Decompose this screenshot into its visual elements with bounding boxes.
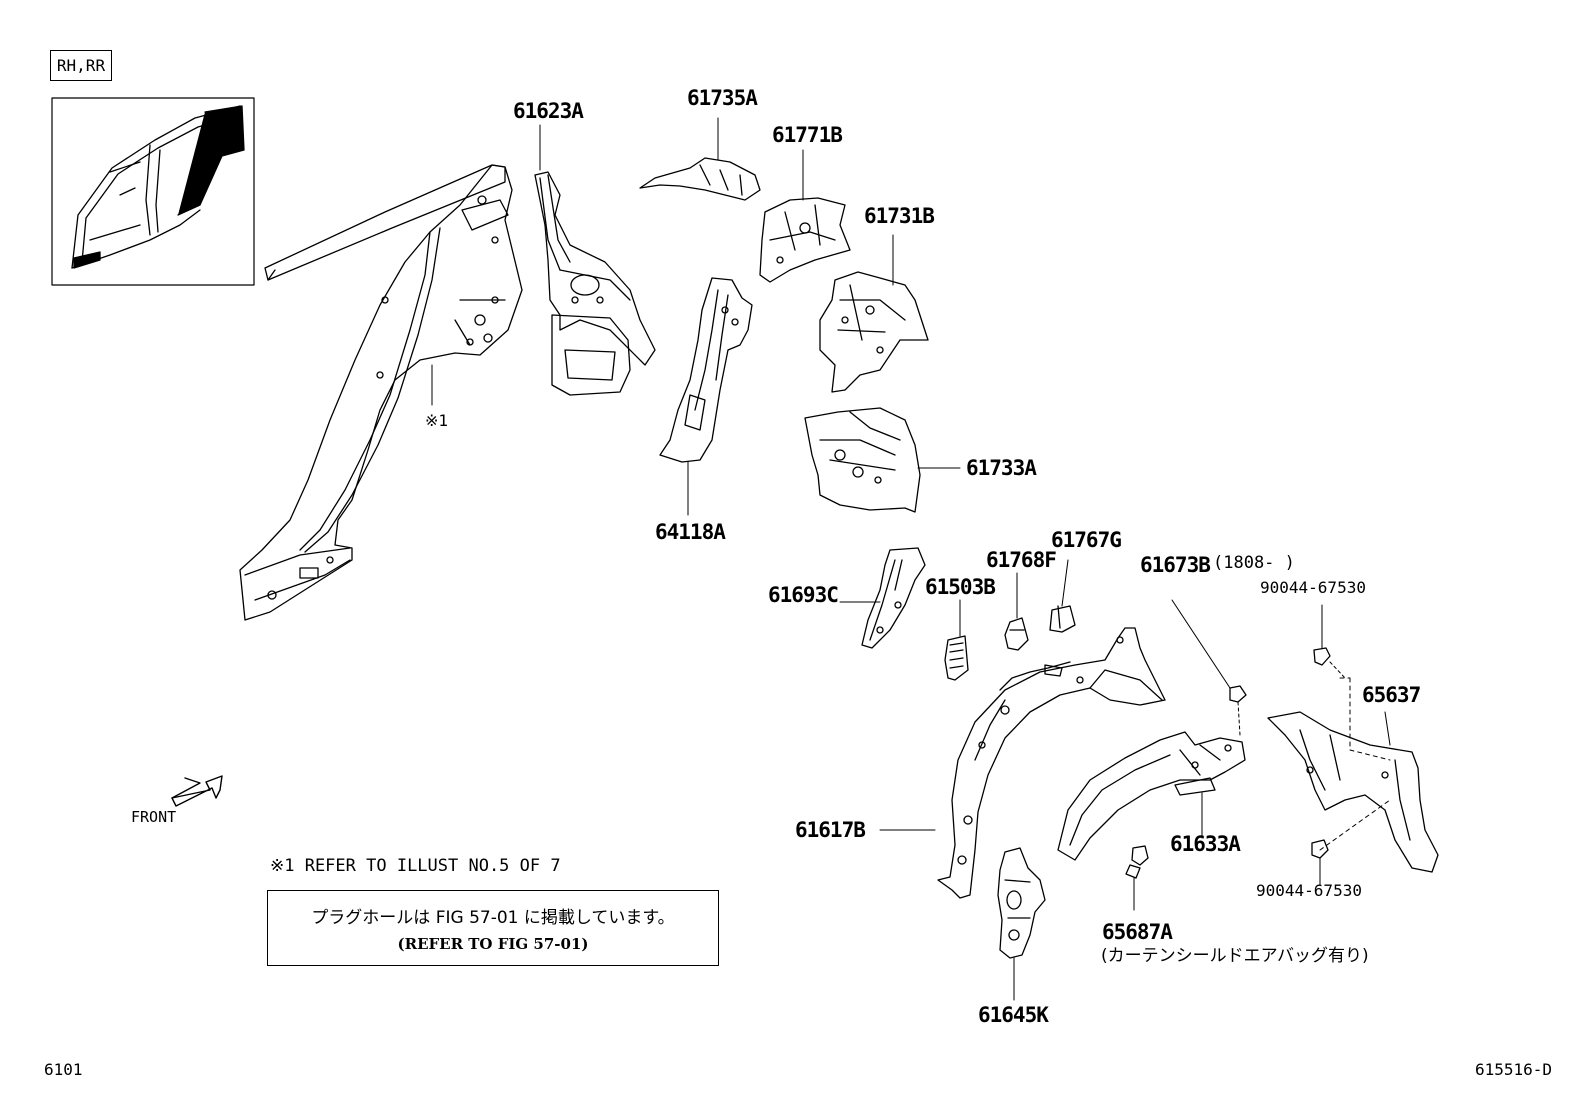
front-arrow-icon [171, 775, 223, 807]
part-65637-drawing [1267, 677, 1439, 873]
bolt-lower-drawing [1311, 839, 1329, 886]
label-61735A[interactable]: 61735A [687, 86, 758, 110]
label-61733A[interactable]: 61733A [966, 456, 1037, 480]
thumbnail-location-view [51, 97, 255, 286]
part-61503B-drawing [944, 599, 969, 681]
part-61771B-drawing [759, 149, 851, 283]
page-code: 6101 [44, 1060, 83, 1079]
label-61633A[interactable]: 61633A [1170, 832, 1241, 856]
label-65637[interactable]: 65637 [1362, 683, 1421, 707]
part-61767G-drawing [1049, 559, 1076, 633]
front-label: FRONT [131, 808, 177, 826]
label-61623A[interactable]: 61623A [513, 99, 584, 123]
date-range-label: (1808- ) [1213, 553, 1295, 573]
label-64118A[interactable]: 64118A [655, 520, 726, 544]
side-label-badge: RH,RR [50, 50, 112, 81]
label-61771B[interactable]: 61771B [772, 123, 843, 147]
part-61645K-drawing [997, 847, 1046, 1001]
label-61768F[interactable]: 61768F [986, 548, 1057, 572]
part-61733A-drawing [804, 407, 961, 513]
bolt-upper-drawing [1313, 604, 1346, 679]
part-61735A-drawing [639, 117, 761, 201]
side-outer-panel [239, 164, 523, 621]
label-65687A[interactable]: 65687A [1102, 920, 1173, 944]
plug-hole-note-jp: プラグホールは FIG 57-01 に掲載しています。 [311, 908, 675, 928]
part-61768F-drawing [1004, 572, 1029, 651]
label-61693C[interactable]: 61693C [768, 583, 839, 607]
label-61731B[interactable]: 61731B [864, 204, 935, 228]
part-61731B-drawing [819, 234, 929, 393]
part-64118A-drawing [659, 277, 753, 516]
drawing-code: 615516-D [1475, 1060, 1553, 1079]
part-65687A-drawing [1125, 845, 1149, 911]
part-61673B-drawing [1171, 599, 1247, 736]
label-61767G[interactable]: 61767G [1051, 528, 1122, 552]
plug-hole-reference-box: プラグホールは FIG 57-01 に掲載しています。 (REFER TO FI… [267, 890, 719, 966]
part-61617B-drawing [879, 627, 1166, 899]
part-61623A-drawing [534, 124, 656, 396]
label-bolt-lower[interactable]: 90044-67530 [1256, 881, 1362, 900]
refer-illust-note: ※1 REFER TO ILLUST NO.5 OF 7 [270, 856, 561, 876]
label-61503B[interactable]: 61503B [925, 575, 996, 599]
label-61617B[interactable]: 61617B [795, 818, 866, 842]
label-61673B[interactable]: 61673B [1140, 553, 1211, 577]
part-61693C-drawing [839, 547, 926, 649]
airbag-condition-note: (カーテンシールドエアバッグ有り) [1101, 946, 1369, 966]
note-ref-mark: ※1 [425, 411, 449, 430]
plug-hole-note-en[interactable]: (REFER TO FIG 57-01) [397, 935, 589, 953]
label-bolt-upper[interactable]: 90044-67530 [1260, 578, 1366, 597]
part-61633A-drawing [1057, 731, 1246, 861]
label-61645K[interactable]: 61645K [978, 1003, 1049, 1027]
